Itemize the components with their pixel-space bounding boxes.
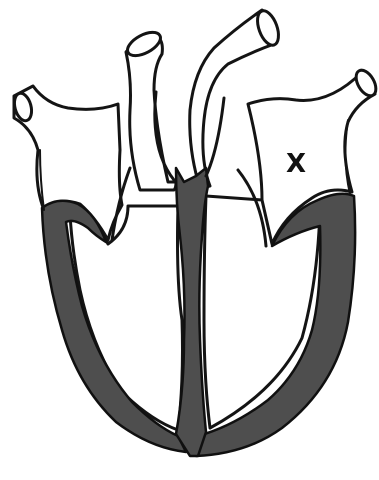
label-x: X: [286, 149, 306, 179]
